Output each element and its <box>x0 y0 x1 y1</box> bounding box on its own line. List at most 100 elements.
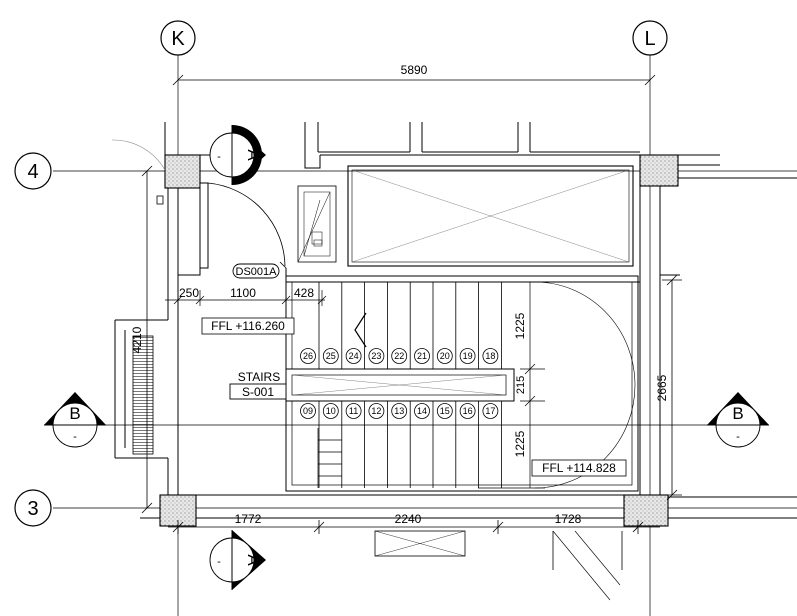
upper-step-24-circle <box>345 348 362 364</box>
lower-step-15-label: 15 <box>440 406 450 416</box>
lower-step-10-circle <box>322 403 339 419</box>
upper-step-20-circle <box>436 348 453 364</box>
dimension-door-offset: 250 <box>179 286 199 300</box>
grid-bubble-3: 3 <box>14 489 52 527</box>
upper-step-numbers: 26 25 24 23 22 21 20 19 18 <box>300 348 499 364</box>
lower-step-11-label: 11 <box>349 406 358 416</box>
stair-well <box>285 368 515 402</box>
section-a-top-label: A <box>244 149 263 161</box>
lower-step-16-circle <box>459 403 476 419</box>
column-l4 <box>639 154 679 187</box>
grid-bubble-k: K <box>160 20 196 56</box>
section-marker-b-left: B - <box>44 392 106 448</box>
shaft-opening <box>347 165 634 267</box>
lower-step-14-circle <box>414 403 430 419</box>
dimension-right-height <box>662 274 682 501</box>
section-b-left-label: B <box>69 404 80 423</box>
lower-step-17-label: 17 <box>485 406 495 416</box>
upper-step-18-circle <box>482 348 499 364</box>
vent-grille <box>132 335 154 455</box>
dimension-left-height <box>141 165 153 514</box>
upper-step-22-circle <box>391 348 408 364</box>
dimension-bottom-2: 2240 <box>395 512 422 526</box>
lower-step-17-circle <box>482 403 499 419</box>
section-a-top-sub: - <box>217 151 221 163</box>
stairs-code: S-001 <box>242 385 274 399</box>
dimension-bottom-1: 1772 <box>235 512 262 526</box>
ffl-lower-label: FFL +114.828 <box>542 461 616 475</box>
lower-step-09-circle <box>300 403 316 419</box>
upper-step-18-label: 18 <box>485 351 495 361</box>
lower-step-10-label: 10 <box>326 406 336 416</box>
dimension-landing-gap: 215 <box>515 376 527 394</box>
lower-step-12-label: 12 <box>371 406 381 416</box>
fire-cabinet <box>297 185 337 263</box>
dimension-bottom-3: 1728 <box>555 512 582 526</box>
upper-step-21-circle <box>414 348 430 364</box>
lower-landing-ticks <box>317 428 342 488</box>
grid-label-4: 4 <box>27 161 38 183</box>
section-b-right-sub: - <box>736 431 740 443</box>
direction-arrow <box>354 312 367 348</box>
dimension-right-height-label: 2665 <box>655 374 669 401</box>
grid-bubble-4: 4 <box>14 152 52 190</box>
lower-step-11-circle <box>345 403 362 419</box>
dimension-overall-width <box>172 74 656 86</box>
lower-step-13-label: 13 <box>394 406 404 416</box>
section-marker-b-right: B - <box>707 392 769 448</box>
lower-step-14-label: 14 <box>417 406 427 416</box>
dimension-lower-flight: 1225 <box>513 430 527 457</box>
section-b-left-sub: - <box>73 431 77 443</box>
upper-step-21-label: 21 <box>417 351 427 361</box>
grid-bubble-l: L <box>632 20 668 56</box>
section-a-bottom-sub: - <box>217 556 221 568</box>
upper-step-19-label: 19 <box>463 351 473 361</box>
ffl-upper-label: FFL +116.260 <box>211 319 285 333</box>
dimension-left-height-label: 4210 <box>130 326 144 353</box>
lower-flight-treads <box>318 401 502 488</box>
upper-step-25-circle <box>322 348 339 364</box>
section-b-right-label: B <box>732 404 743 423</box>
grid-label-3: 3 <box>27 498 38 520</box>
stairs-code-box <box>229 383 287 400</box>
walls <box>114 122 797 519</box>
dimension-flights <box>478 281 545 489</box>
column-k4 <box>164 154 201 189</box>
upper-flight-treads <box>318 282 502 369</box>
lower-step-12-circle <box>368 403 385 419</box>
column-l3 <box>623 494 669 527</box>
door-tag: DS001A <box>232 263 280 279</box>
ffl-upper-box <box>201 317 295 335</box>
stairs-title: STAIRS <box>238 370 280 384</box>
lower-step-09-label: 09 <box>303 406 313 416</box>
grid-label-k: K <box>171 28 185 50</box>
dimension-door-row <box>165 290 327 306</box>
lower-step-13-circle <box>391 403 408 419</box>
upper-step-23-label: 23 <box>371 351 381 361</box>
columns <box>159 154 679 527</box>
upper-step-26-circle <box>300 348 316 364</box>
upper-step-24-label: 24 <box>349 351 359 361</box>
lower-step-16-label: 16 <box>463 406 473 416</box>
lower-step-numbers: 09 10 11 12 13 14 15 16 17 <box>300 403 499 419</box>
upper-step-19-circle <box>459 348 476 364</box>
dimension-door-width: 1100 <box>230 286 256 300</box>
section-a-bottom-label: A <box>244 554 263 566</box>
door-ds001a <box>111 139 287 269</box>
upper-step-25-label: 25 <box>326 351 336 361</box>
lower-openings <box>374 530 623 601</box>
upper-step-26-label: 26 <box>303 351 313 361</box>
upper-step-20-label: 20 <box>440 351 450 361</box>
upper-step-22-label: 22 <box>394 351 404 361</box>
grid-label-l: L <box>644 28 655 50</box>
section-marker-a-top: A - <box>209 125 266 185</box>
ffl-lower-box <box>531 459 627 477</box>
door-tag-label: DS001A <box>236 266 278 278</box>
section-marker-a-bottom: A - <box>209 530 266 590</box>
dimension-overall-width-label: 5890 <box>401 63 428 77</box>
dimension-upper-flight: 1225 <box>513 312 527 339</box>
dimension-door-to-stair: 428 <box>294 286 314 300</box>
upper-step-23-circle <box>368 348 385 364</box>
lower-step-15-circle <box>436 403 453 419</box>
